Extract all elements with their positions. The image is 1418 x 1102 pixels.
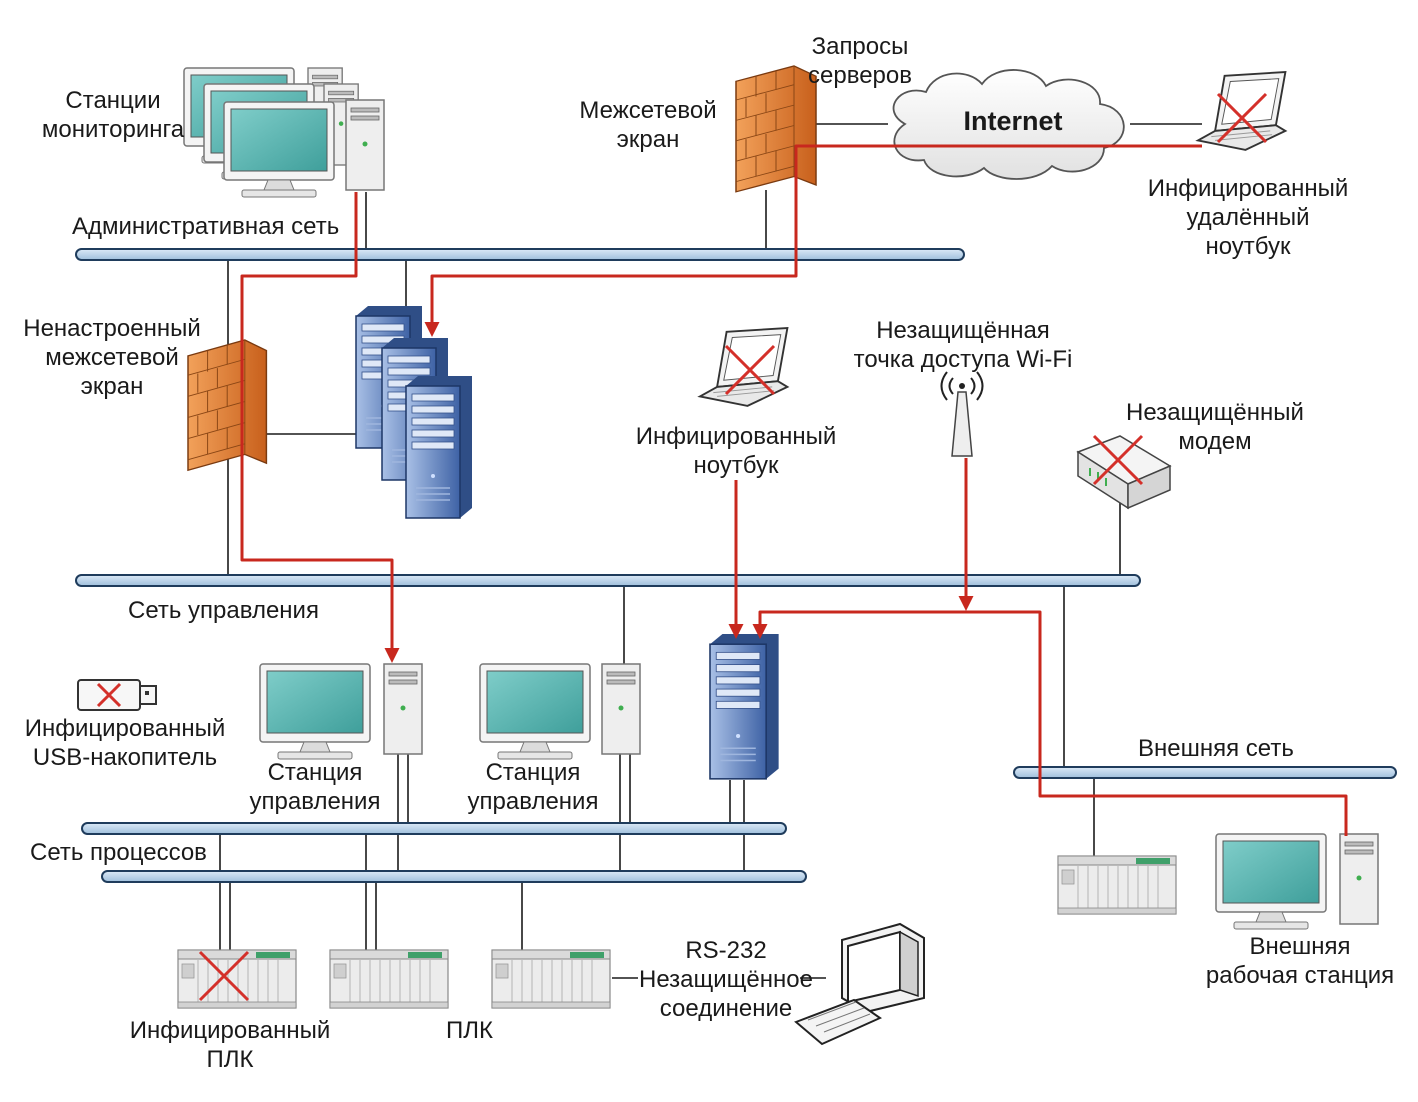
attack-path-external-to-server — [752, 610, 1348, 836]
unsecured-wifi-label: Незащищённая точка доступа Wi-Fi — [853, 317, 1073, 373]
infected-plc-label: Инфицированный ПЛК — [129, 1017, 331, 1073]
process-network-bus-2 — [101, 870, 807, 883]
unsecured-modem-label: Незащищённый модем — [1126, 399, 1304, 455]
internet-label: Internet — [963, 106, 1062, 136]
admin-network-bus — [75, 248, 965, 261]
control-station-2-icon — [479, 663, 641, 760]
infected-remote-laptop-icon — [1197, 71, 1287, 151]
network-buses — [75, 248, 1397, 883]
control-network-label: Сеть управления — [128, 597, 319, 624]
external-network-label: Внешняя сеть — [1138, 735, 1294, 762]
monitoring-stations — [183, 67, 385, 198]
plc-icon — [329, 949, 449, 1009]
control-station-1-label: Станция управления — [249, 759, 381, 815]
admin-network-label: Административная сеть — [72, 213, 340, 240]
rs232-plc-icon — [491, 949, 611, 1009]
process-network-label: Сеть процессов — [30, 839, 207, 866]
unsecured-modem-icon — [1076, 434, 1172, 510]
attack-path-internet-to-servers — [424, 144, 1202, 337]
misconfigured-firewall-label: Ненастроенный межсетевой экран — [23, 315, 201, 400]
rs232-label: RS-232 Незащищённое соединение — [639, 937, 813, 1022]
process-network-bus-1 — [81, 822, 787, 835]
server-cluster — [355, 305, 473, 519]
firewall-label: Межсетевой экран — [579, 97, 717, 153]
infected-laptop-icon — [699, 327, 789, 407]
infected-plc-icon — [177, 949, 297, 1009]
external-network-bus — [1013, 766, 1397, 779]
control-station-2-label: Станция управления — [467, 759, 599, 815]
internet-cloud: Internet — [892, 69, 1125, 180]
external-plc-icon — [1057, 855, 1177, 915]
external-workstation-label: Внешняя рабочая станция — [1205, 933, 1395, 989]
plc-label: ПЛК — [446, 1017, 493, 1044]
control-station-1-icon — [259, 663, 423, 760]
wifi-access-point-icon — [940, 371, 984, 457]
infected-usb-icon — [77, 679, 157, 711]
attack-paths — [240, 144, 1348, 836]
server-requests-label: Запросы серверов — [808, 33, 912, 89]
external-workstation-icon — [1215, 833, 1379, 930]
rs232-terminal-icon — [794, 922, 925, 1046]
control-server-icon — [709, 633, 780, 780]
monitoring-stations-label: Станции мониторинга — [41, 87, 185, 143]
attack-path-monitoring-to-control-station — [240, 192, 400, 663]
infected-laptop-label: Инфицированный ноутбук — [635, 423, 837, 479]
infected-remote-laptop-label: Инфицированный удалённый ноутбук — [1147, 175, 1349, 260]
infected-usb-label: Инфицированный USB-накопитель — [24, 715, 226, 771]
control-network-bus — [75, 574, 1141, 587]
